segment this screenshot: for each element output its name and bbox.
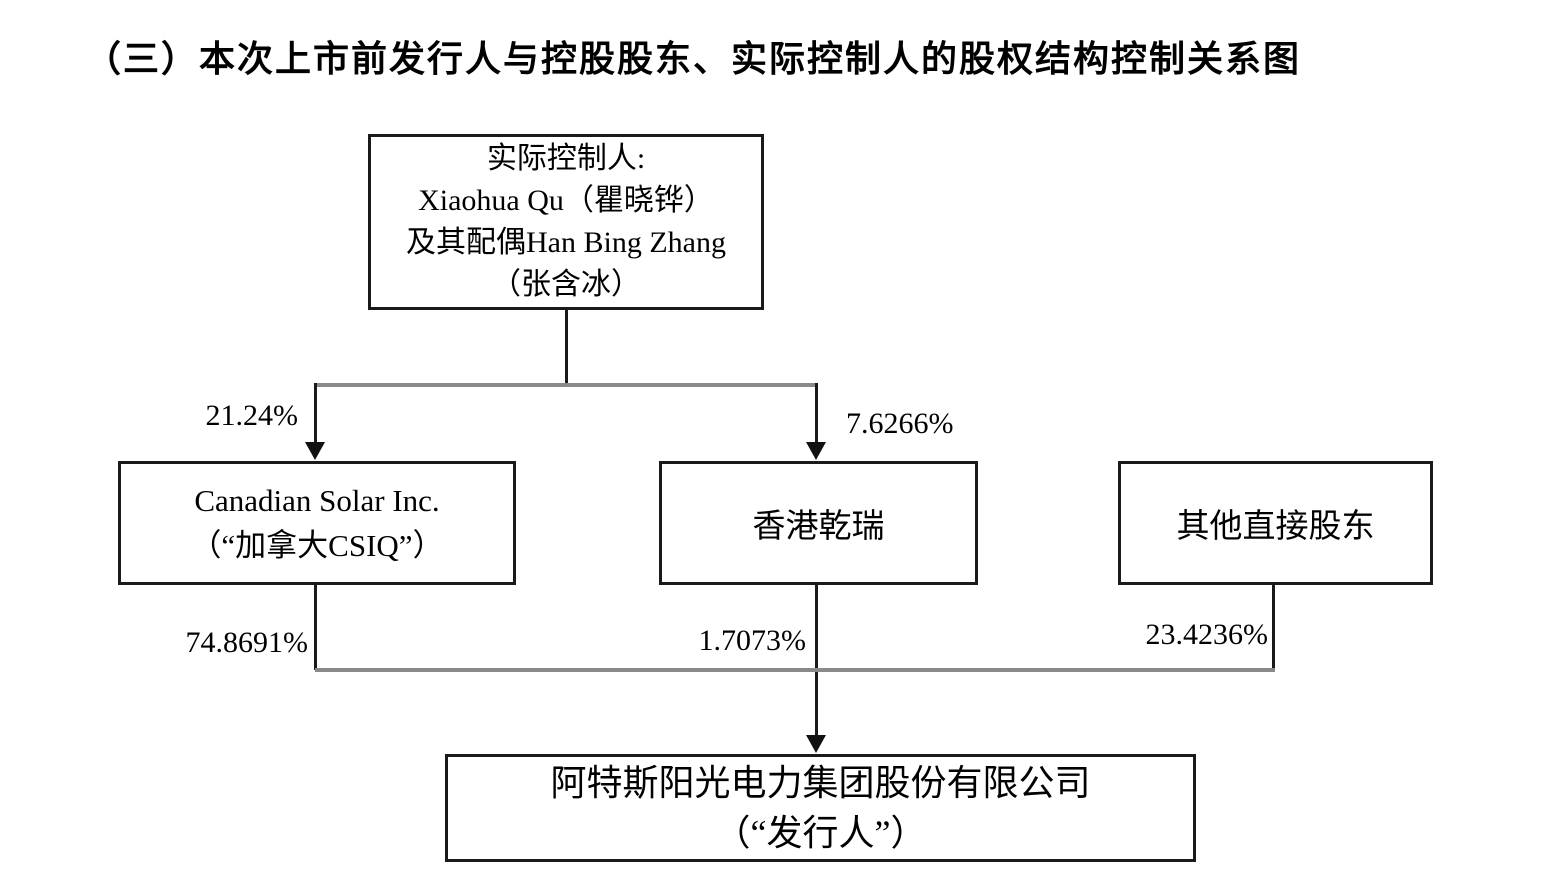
connector-top-rail-line	[315, 383, 818, 387]
connector-to-canadian-solar-line	[314, 383, 317, 443]
connector-canadian-solar-drop-line	[314, 585, 317, 670]
node-issuer: 阿特斯阳光电力集团股份有限公司 （“发行人”）	[445, 754, 1196, 862]
edge-label-canadian-solar-to-issuer: 74.8691%	[185, 626, 309, 659]
issuer-line-1: 阿特斯阳光电力集团股份有限公司	[550, 763, 1091, 803]
arrowhead-to-canadian-solar-icon	[305, 442, 325, 460]
connector-controller-stem-line	[565, 310, 568, 386]
controller-line-3: 及其配偶Han Bing Zhang	[406, 226, 726, 259]
canadian-solar-line-2: （“加拿大CSIQ”）	[190, 528, 444, 563]
controller-line-1: 实际控制人:	[486, 142, 646, 175]
arrowhead-to-issuer-icon	[806, 735, 826, 753]
node-hk-qianrui: 香港乾瑞	[659, 461, 978, 585]
hk-qianrui-label: 香港乾瑞	[752, 509, 885, 545]
diagram-title: （三）本次上市前发行人与控股股东、实际控制人的股权结构控制关系图	[85, 38, 1302, 79]
connector-bottom-rail-line	[315, 668, 1275, 672]
issuer-line-2: （“发行人”）	[714, 813, 927, 853]
arrowhead-to-hk-qianrui-icon	[806, 442, 826, 460]
connector-to-hk-qianrui-line	[815, 383, 818, 443]
controller-line-4: （张含冰）	[491, 268, 641, 301]
edge-label-other-shareholders-to-issuer: 23.4236%	[1145, 618, 1269, 651]
edge-label-hk-qianrui-to-issuer: 1.7073%	[698, 624, 807, 657]
node-other-shareholders: 其他直接股东	[1118, 461, 1433, 585]
canadian-solar-line-1: Canadian Solar Inc.	[194, 483, 440, 518]
controller-line-2: Xiaohua Qu（瞿晓铧）	[418, 184, 714, 217]
connector-hk-qianrui-drop-line	[815, 585, 818, 735]
edge-label-controller-to-canadian-solar: 21.24%	[205, 399, 299, 432]
node-canadian-solar: Canadian Solar Inc. （“加拿大CSIQ”）	[118, 461, 516, 585]
connector-other-shareholders-drop-line	[1272, 585, 1275, 670]
edge-label-controller-to-hk-qianrui: 7.6266%	[846, 407, 954, 440]
other-shareholders-label: 其他直接股东	[1176, 509, 1375, 545]
node-actual-controller: 实际控制人: Xiaohua Qu（瞿晓铧） 及其配偶Han Bing Zhan…	[368, 134, 764, 310]
